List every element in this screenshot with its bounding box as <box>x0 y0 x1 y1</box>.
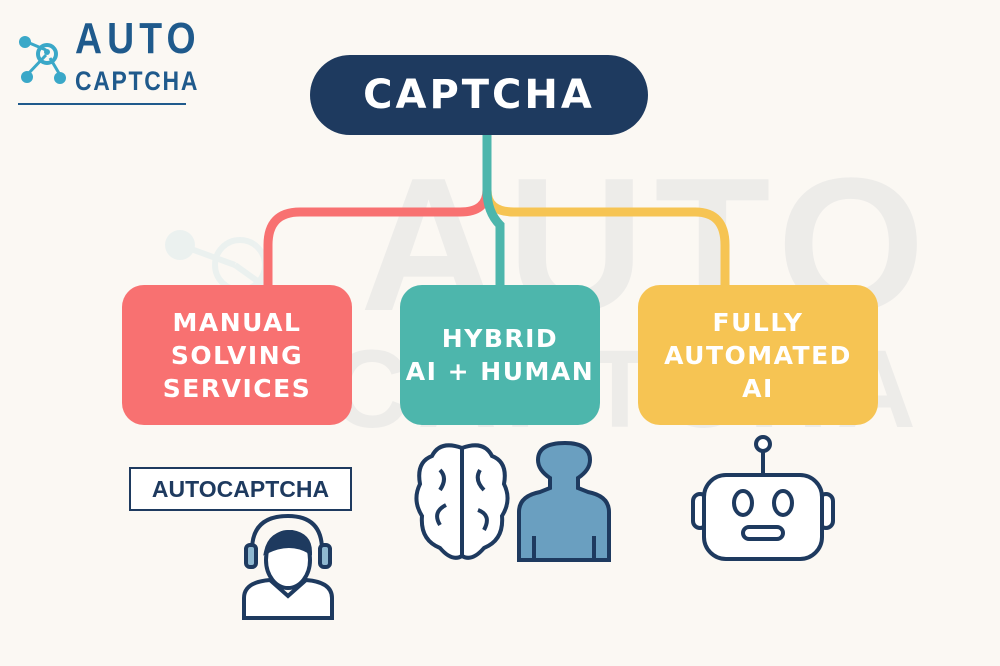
person-icon <box>517 440 611 562</box>
logo-underline <box>18 103 186 105</box>
logo-text-captcha: CAPTCHA <box>75 66 200 96</box>
connector-manual <box>263 185 492 292</box>
node-fully-automated: FULLY AUTOMATED AI <box>638 285 878 425</box>
logo-network-icon <box>19 36 66 84</box>
connector-lines <box>263 130 730 292</box>
node-manual-solving: MANUAL SOLVING SERVICES <box>122 285 352 425</box>
autocaptcha-label-box: AUTOCAPTCHA <box>129 467 352 511</box>
node-hybrid: HYBRID AI + HUMAN <box>400 285 600 425</box>
root-node-captcha: CAPTCHA <box>310 55 648 135</box>
brain-icon <box>414 443 510 560</box>
robot-icon <box>691 435 835 561</box>
watermark-logo-icon <box>165 230 272 293</box>
logo-text-auto: AUTO <box>75 14 201 63</box>
headset-operator-icon <box>242 513 334 620</box>
connector-automated <box>482 185 730 292</box>
